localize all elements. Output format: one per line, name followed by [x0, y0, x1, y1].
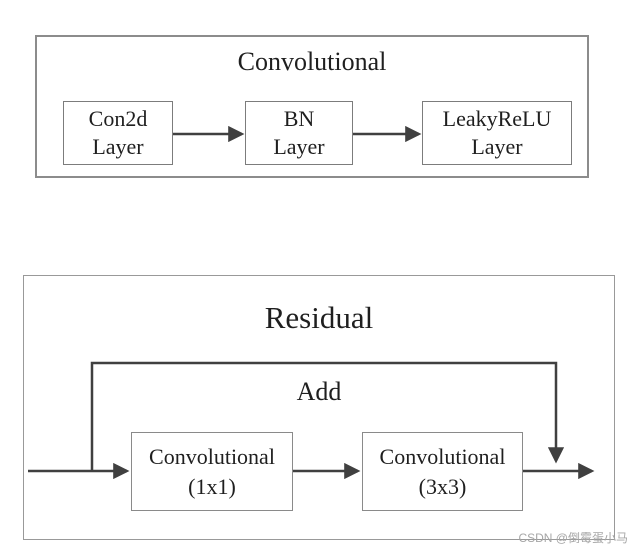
node-convolutional-3x3: Convolutional (3x3) — [362, 432, 523, 511]
node-leakyrelu-layer-line2: Layer — [471, 134, 523, 159]
node-convolutional-3x3-line2: (3x3) — [418, 473, 467, 499]
node-convolutional-3x3-line1: Convolutional — [379, 443, 506, 469]
add-label: Add — [296, 377, 342, 406]
csdn-watermark: CSDN @倒霉蛋小马 — [518, 531, 628, 545]
node-con2d-layer: Con2d Layer — [63, 101, 173, 165]
node-convolutional-1x1-line2: (1x1) — [188, 473, 236, 499]
node-bn-layer-line2: Layer — [273, 134, 325, 159]
node-con2d-layer-line2: Layer — [92, 134, 144, 159]
node-leakyrelu-layer: LeakyReLU Layer — [422, 101, 572, 165]
node-con2d-layer-line1: Con2d — [88, 106, 148, 131]
node-convolutional-1x1: Convolutional (1x1) — [131, 432, 293, 511]
node-bn-layer: BN Layer — [245, 101, 353, 165]
node-leakyrelu-layer-line1: LeakyReLU — [442, 106, 552, 131]
residual-block-title: Residual — [264, 300, 374, 335]
convolutional-block-title: Convolutional — [237, 47, 387, 76]
residual-block: Residual Add Convolutional (1x1) Convolu… — [23, 275, 615, 540]
node-bn-layer-line1: BN — [283, 106, 315, 131]
convolutional-block: Convolutional Con2d Layer BN Layer Leaky… — [35, 35, 589, 178]
node-convolutional-1x1-line1: Convolutional — [149, 443, 275, 469]
